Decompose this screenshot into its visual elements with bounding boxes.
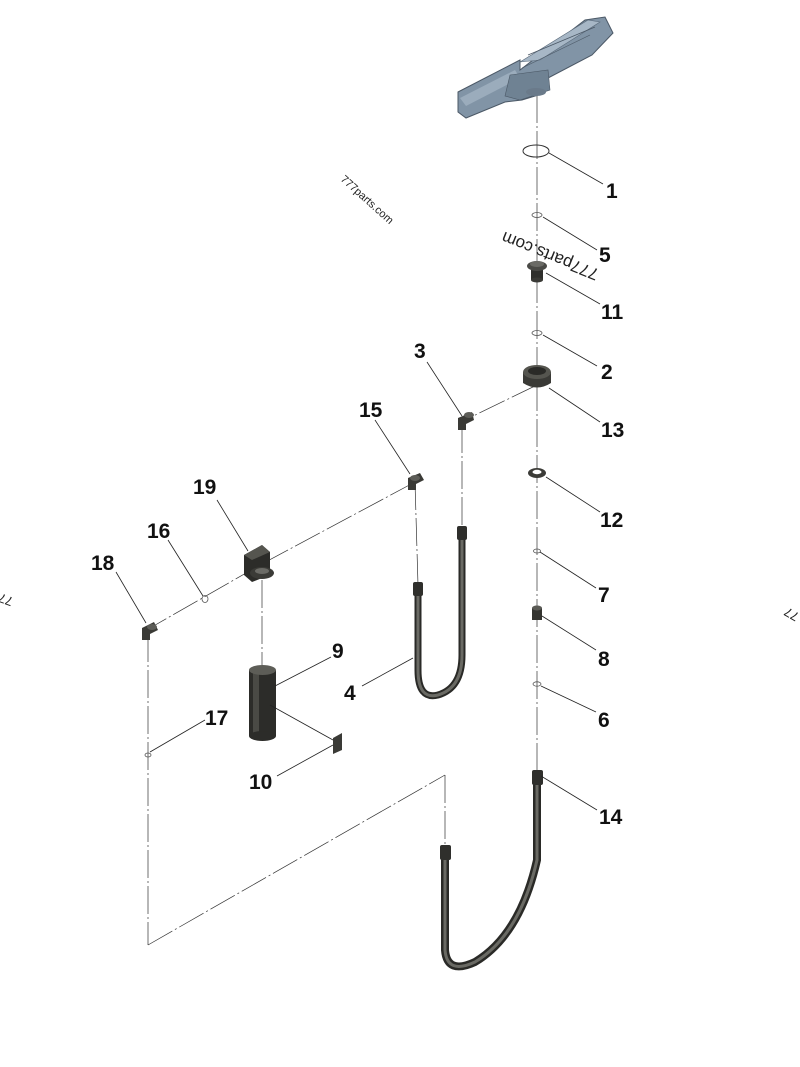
hose-icon: [440, 770, 543, 971]
callout-14: 14: [599, 806, 623, 829]
manifold-icon: [457, 16, 614, 119]
fitting-icon: [527, 261, 547, 283]
o-ring-icon: [528, 468, 546, 478]
elbow-icon: [142, 622, 158, 640]
fitting-icon: [523, 365, 551, 388]
elbow-icon: [458, 412, 474, 430]
callout-11: 11: [601, 301, 624, 324]
o-ring-icon: [201, 595, 209, 603]
callout-7: 7: [598, 584, 610, 607]
callout-15: 15: [359, 399, 383, 422]
callout-17: 17: [205, 707, 228, 730]
callout-9: 9: [332, 640, 344, 663]
leader-lines: [115, 152, 604, 811]
callout-10: 10: [249, 771, 272, 794]
filter-head-icon: [244, 545, 274, 582]
fitting-icon: [532, 605, 542, 620]
callout-1: 1: [606, 180, 618, 203]
o-ring-icon: [522, 144, 550, 158]
callout-labels: 1 2 3 4 5 6 7 8 9 10 11 12 13 14 15 16 1…: [91, 180, 624, 829]
o-ring-icon: [532, 681, 542, 687]
watermark-small: 777parts.com: [338, 173, 396, 227]
callout-2: 2: [601, 361, 613, 384]
callout-12: 12: [600, 509, 623, 532]
callout-3: 3: [414, 340, 426, 363]
callout-5: 5: [599, 244, 611, 267]
elbow-icon: [408, 473, 424, 490]
callout-18: 18: [91, 552, 115, 575]
label-icon: [333, 733, 342, 754]
callout-4: 4: [344, 682, 356, 705]
assembly-lines: [147, 95, 538, 946]
hose-icon: [413, 526, 467, 700]
o-ring-icon: [533, 548, 541, 554]
watermark-right-edge: 77: [781, 604, 800, 624]
watermark-left-edge: 777: [0, 588, 15, 610]
callout-19: 19: [193, 476, 216, 499]
o-ring-icon: [144, 752, 152, 758]
o-ring-icon: [531, 212, 543, 218]
filter-icon: [249, 665, 276, 741]
callout-8: 8: [598, 648, 610, 671]
callout-13: 13: [601, 419, 624, 442]
o-ring-icon: [531, 330, 543, 336]
callout-6: 6: [598, 709, 610, 732]
callout-16: 16: [147, 520, 170, 543]
